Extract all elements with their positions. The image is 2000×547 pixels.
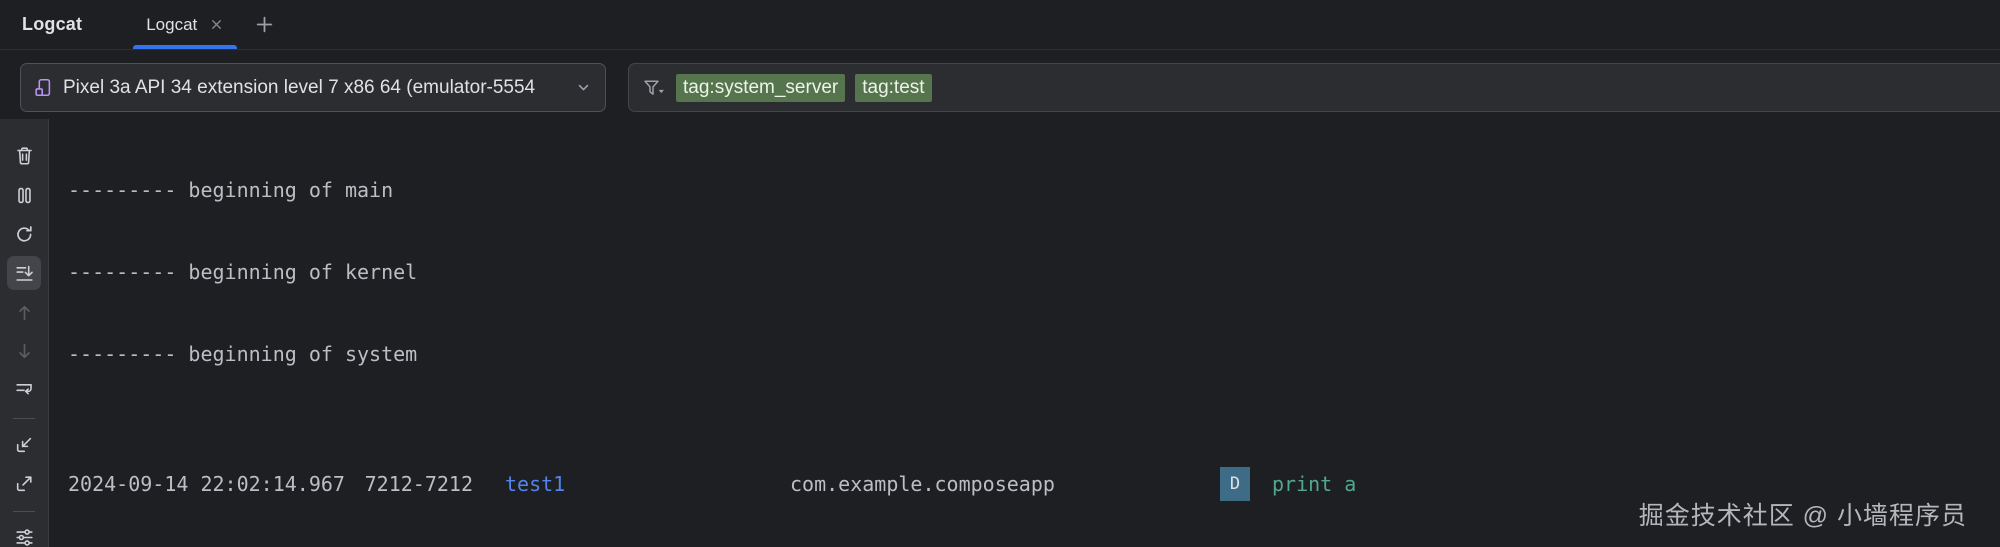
tab-logcat[interactable]: Logcat: [130, 0, 240, 49]
device-phone-icon: [35, 78, 51, 97]
arrow-up-right-corner-icon: [16, 475, 32, 491]
import-logs-button[interactable]: [7, 427, 41, 461]
log-level-badge: D: [1220, 467, 1250, 501]
log-timestamp: 2024-09-14 22:02:14.967: [68, 472, 345, 496]
filter-chip: tag:system_server: [676, 73, 846, 102]
scroll-to-end-button[interactable]: [7, 256, 41, 290]
side-toolbar: [0, 119, 49, 547]
watermark-text: 掘金技术社区 @ 小墙程序员: [1638, 502, 1967, 530]
next-occurrence-button[interactable]: [7, 334, 41, 368]
logcat-settings-button[interactable]: [7, 520, 41, 547]
arrow-down-icon: [18, 343, 30, 358]
log-header-line: --------- beginning of main: [68, 178, 394, 202]
arrow-up-icon: [18, 305, 30, 320]
close-icon[interactable]: [209, 17, 224, 32]
filter-chip: tag:test: [855, 73, 932, 102]
logcat-main: --------- beginning of main --------- be…: [0, 119, 2000, 547]
soft-wrap-icon: [15, 383, 32, 394]
settings-sliders-icon: [15, 528, 33, 546]
device-selector-label: Pixel 3a API 34 extension level 7 x86 64…: [63, 76, 536, 98]
restart-icon: [16, 225, 32, 242]
tab-label: Logcat: [146, 14, 198, 34]
log-process: com.example.composeapp: [790, 472, 1055, 496]
previous-occurrence-button[interactable]: [7, 295, 41, 329]
export-logs-button[interactable]: [7, 466, 41, 500]
clear-logcat-button[interactable]: [7, 139, 41, 173]
restart-logcat-button[interactable]: [7, 217, 41, 251]
device-selector[interactable]: Pixel 3a API 34 extension level 7 x86 64…: [20, 63, 606, 112]
chevron-down-icon: [578, 84, 589, 91]
log-message: print a: [1272, 472, 1357, 496]
tool-window-header: Logcat Logcat: [0, 0, 2000, 50]
toolbar-divider: [13, 418, 35, 419]
soft-wrap-button[interactable]: [7, 373, 41, 407]
arrow-down-left-corner-icon: [16, 437, 31, 452]
log-header-line: --------- beginning of kernel: [68, 260, 418, 284]
filter-input[interactable]: tag:system_server tag:test: [628, 63, 2000, 112]
log-entry[interactable]: 2024-09-14 22:02:14.967 7212-7212 test1 …: [68, 467, 2000, 501]
active-tab-underline: [133, 45, 238, 49]
log-tag: test1: [505, 472, 566, 496]
toolbar-divider: [13, 511, 35, 512]
log-pid-tid: 7212-7212: [364, 472, 473, 496]
pause-logcat-button[interactable]: [7, 178, 41, 212]
scroll-to-end-icon: [15, 265, 33, 281]
plus-icon: [257, 16, 273, 33]
filter-funnel-icon: [644, 80, 664, 95]
log-header-line: --------- beginning of system: [68, 342, 418, 366]
trash-icon: [16, 146, 32, 165]
new-tab-button[interactable]: [254, 0, 275, 49]
pause-icon: [17, 187, 31, 203]
log-output[interactable]: --------- beginning of main --------- be…: [49, 119, 2000, 547]
logcat-toolbar: Pixel 3a API 34 extension level 7 x86 64…: [0, 50, 2000, 119]
panel-title: Logcat: [22, 14, 83, 34]
